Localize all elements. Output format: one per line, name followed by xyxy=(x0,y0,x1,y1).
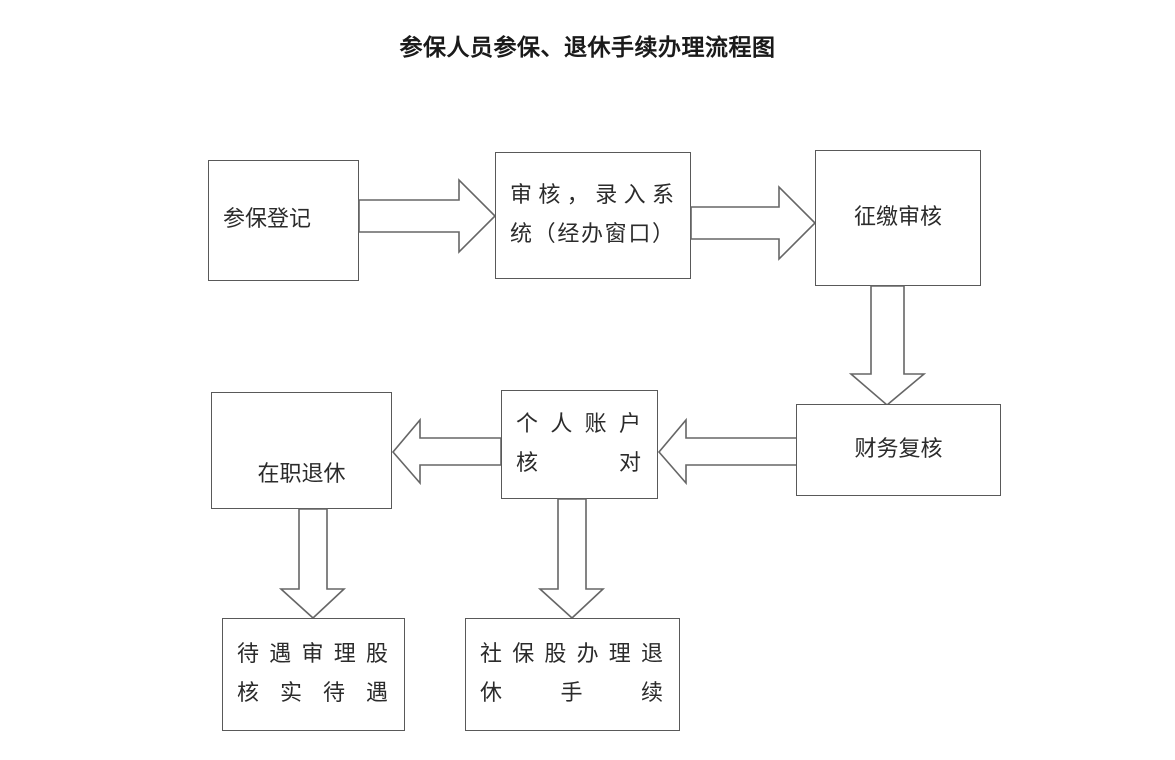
arrow-zaizhi-to-daiyu xyxy=(278,508,347,620)
node-zaizhi-tuixiu[interactable]: 在职退休 xyxy=(211,392,392,509)
arrow-geren-to-shebao xyxy=(537,498,606,620)
node-label: 待遇审理股 核实待遇 xyxy=(237,642,388,706)
arrow-zhengjiao-to-caiwu xyxy=(848,285,927,407)
node-zhengjiao-shenhe[interactable]: 征缴审核 xyxy=(815,150,981,286)
node-label: 社保股办理退 休手续 xyxy=(480,642,663,706)
node-daiyu-shenli[interactable]: 待遇审理股 核实待遇 xyxy=(222,618,405,731)
node-geren-zhanghu[interactable]: 个人账户 核对 xyxy=(501,390,658,499)
node-shenhe-luru[interactable]: 审核，录入系 统（经办窗口） xyxy=(495,152,691,279)
node-label: 个人账户 核对 xyxy=(516,412,641,476)
node-shebao-gu[interactable]: 社保股办理退 休手续 xyxy=(465,618,680,731)
node-caiwu-fuhe[interactable]: 财务复核 xyxy=(796,404,1001,496)
node-label: 审核，录入系 统（经办窗口） xyxy=(510,183,674,247)
arrow-shenhe-to-zhengjiao xyxy=(690,185,817,261)
node-label: 征缴审核 xyxy=(853,204,942,230)
arrow-geren-to-zaizhi xyxy=(391,417,502,486)
arrow-caiwu-to-geren xyxy=(657,417,798,486)
node-canbao-dengji[interactable]: 参保登记 xyxy=(208,160,359,281)
arrow-canbao-to-shenhe xyxy=(358,178,497,254)
page-title: 参保人员参保、退休手续办理流程图 xyxy=(399,35,776,61)
node-label: 在职退休 xyxy=(257,461,346,487)
node-label: 财务复核 xyxy=(854,436,943,462)
node-label: 参保登记 xyxy=(223,207,312,233)
